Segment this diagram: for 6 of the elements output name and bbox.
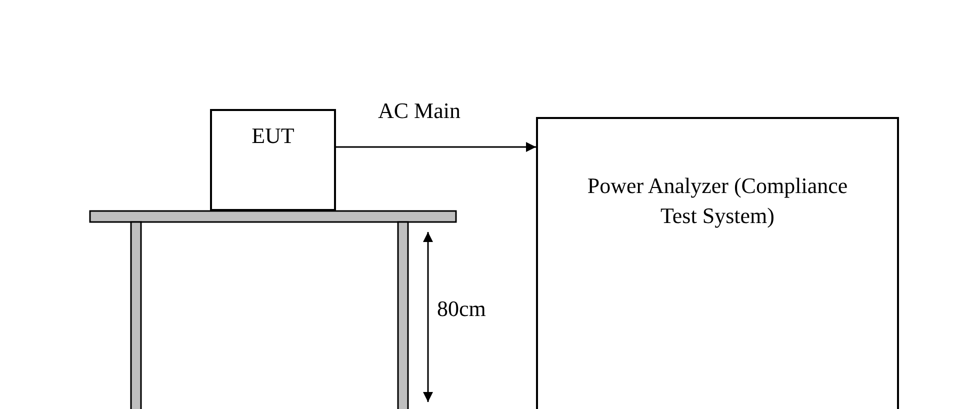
- equipment-box: [210, 109, 336, 211]
- arrow: [336, 142, 536, 152]
- equipment-box: [536, 117, 899, 409]
- box-label: EUT: [252, 125, 294, 150]
- box-label: Power Analyzer (Compliance Test System): [586, 172, 848, 230]
- dimension-label: 80cm: [437, 298, 486, 320]
